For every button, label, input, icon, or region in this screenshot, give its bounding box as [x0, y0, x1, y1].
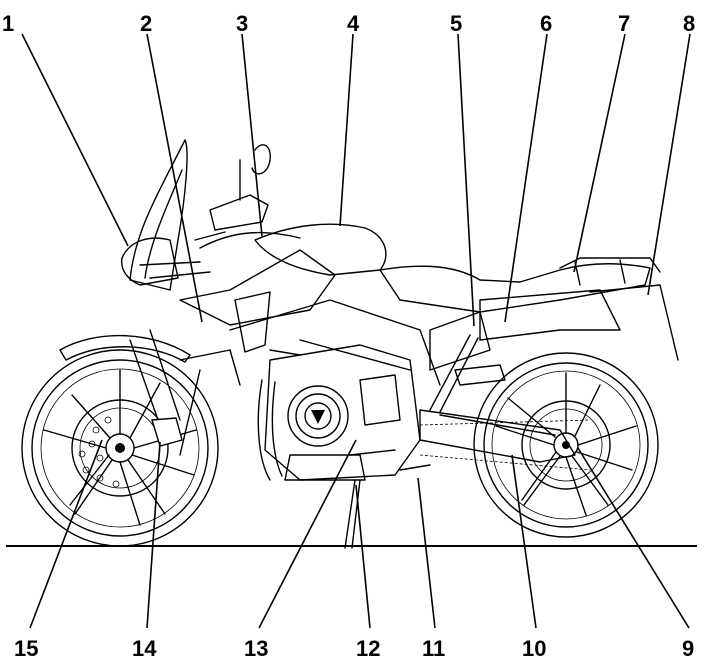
drive-chain: [419, 419, 591, 471]
callout-15: 15: [14, 636, 38, 661]
callout-3: 3: [236, 11, 248, 36]
callout-2: 2: [140, 11, 152, 36]
callout-5: 5: [450, 11, 462, 36]
callout-7: 7: [618, 11, 630, 36]
callout-12: 12: [356, 636, 380, 661]
brake-disc: [78, 416, 120, 488]
callout-10: 10: [522, 636, 546, 661]
swingarm: [419, 409, 576, 463]
callout-6: 6: [540, 11, 552, 36]
callout-9: 9: [682, 636, 694, 661]
callout-14: 14: [132, 636, 157, 661]
callout-4: 4: [347, 11, 360, 36]
callout-11: 11: [422, 636, 445, 661]
triumph-logo-icon: [311, 410, 325, 424]
engine: [264, 344, 421, 481]
leader-lines: [21, 33, 691, 629]
seat: [379, 263, 651, 313]
side-stand: [344, 479, 361, 549]
rear-wheel: [473, 352, 659, 538]
callout-numbers: 1 2 3 4 5 6 7 8 9 10 11 12 13 14 15: [2, 11, 695, 661]
motorcycle-illustration: [21, 139, 679, 549]
callout-13: 13: [244, 636, 268, 661]
front-wheel: [21, 349, 219, 547]
callout-8: 8: [683, 11, 695, 36]
windscreen: [129, 139, 188, 291]
callout-1: 1: [2, 11, 14, 36]
fuel-tank: [254, 223, 387, 276]
